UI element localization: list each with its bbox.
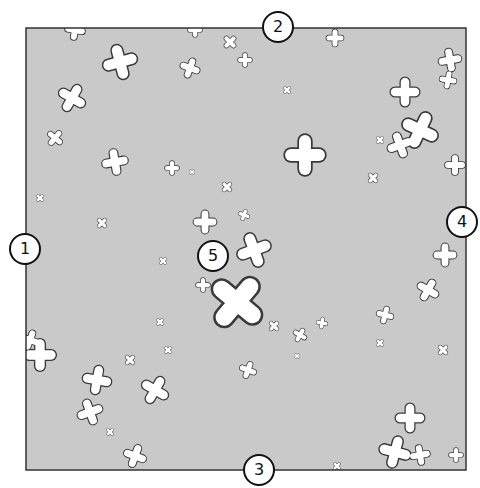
- callout-number: 5: [197, 240, 229, 272]
- callout-number: 1: [9, 233, 41, 265]
- callout-number: 3: [243, 454, 275, 486]
- callout-number: 2: [262, 11, 294, 43]
- callout-number: 4: [446, 206, 478, 238]
